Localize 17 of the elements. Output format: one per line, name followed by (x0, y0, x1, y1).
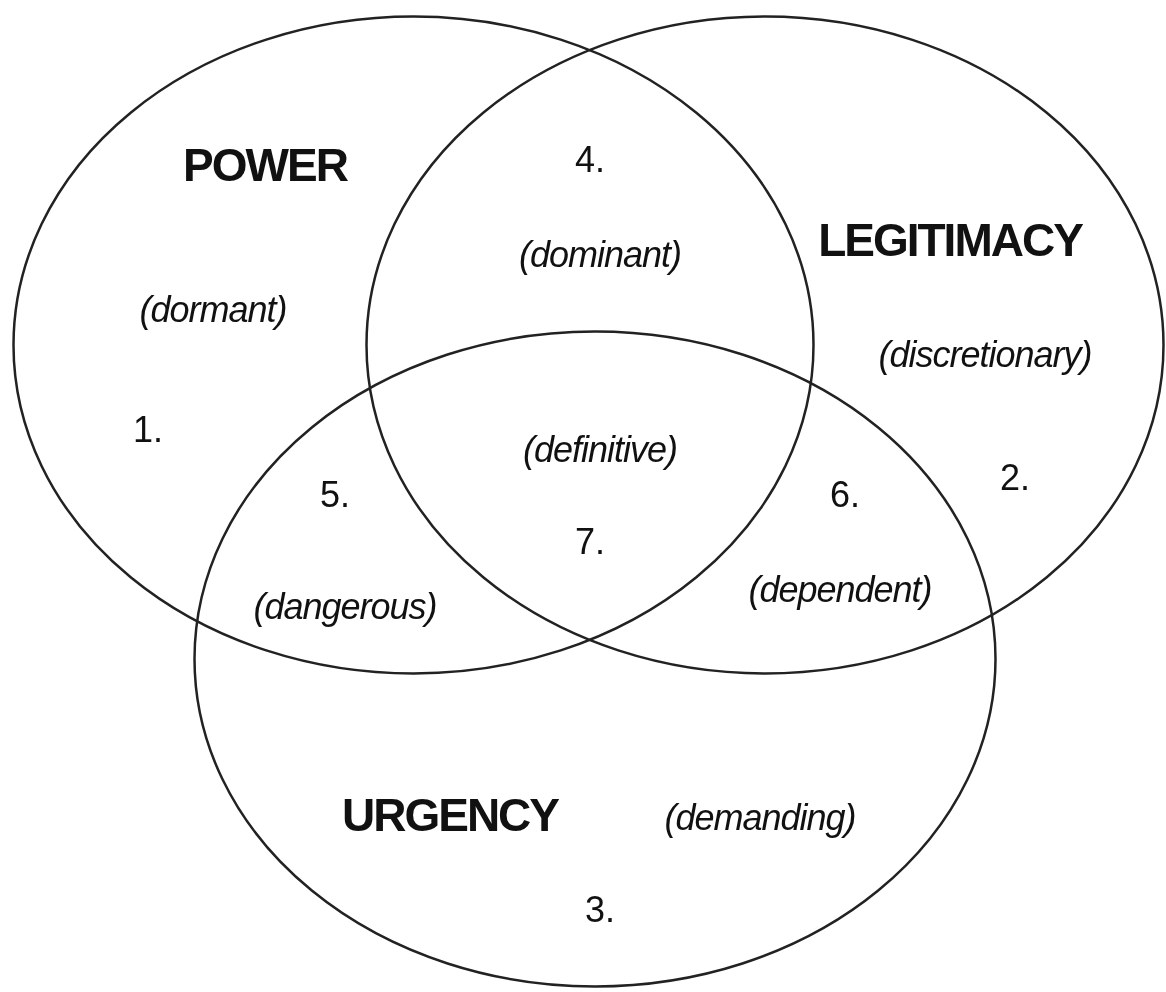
region-label: (dominant) (518, 237, 682, 273)
circle-title: LEGITIMACY (818, 217, 1082, 263)
region-number: 1. (133, 412, 163, 448)
region-label: (definitive) (522, 432, 678, 468)
region-number: 7. (575, 524, 605, 560)
region-label: (discretionary) (878, 337, 1092, 373)
circle-title: POWER (183, 142, 347, 188)
region-number: 3. (585, 892, 615, 928)
region-label: (dependent) (748, 572, 932, 608)
region-label: (dangerous) (253, 589, 437, 625)
region-number: 6. (830, 477, 860, 513)
region-number: 4. (575, 142, 605, 178)
region-number: 2. (1000, 460, 1030, 496)
region-label: (demanding) (664, 800, 856, 836)
region-number: 5. (320, 477, 350, 513)
circle-title: URGENCY (342, 792, 558, 838)
region-label: (dormant) (139, 292, 287, 328)
